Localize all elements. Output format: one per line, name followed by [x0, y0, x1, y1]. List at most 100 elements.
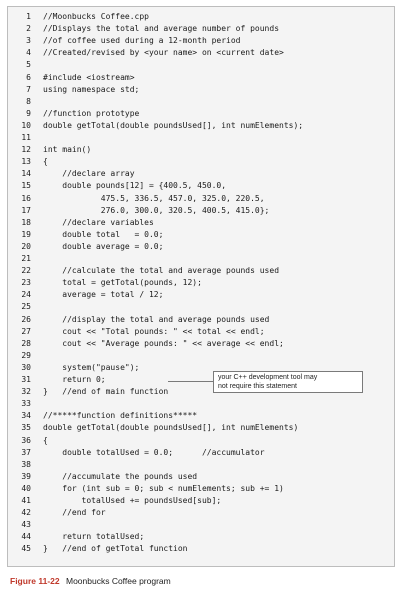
code-line: 16 475.5, 336.5, 457.0, 325.0, 220.5,	[8, 193, 396, 204]
figure-number: Figure 11-22	[10, 576, 60, 586]
line-number: 26	[21, 314, 31, 324]
code-line: 37 double totalUsed = 0.0; //accumulator	[8, 447, 396, 458]
line-number: 45	[21, 544, 31, 554]
line-number: 33	[21, 399, 31, 409]
code-line: 14 //declare array	[8, 168, 396, 179]
line-number: 6	[26, 72, 31, 82]
code-text: } //end of getTotal function	[43, 544, 188, 554]
line-number: 35	[21, 423, 31, 433]
code-line: 34//*****function definitions*****	[8, 410, 396, 421]
code-line: 30 system("pause");	[8, 362, 396, 373]
code-text: {	[43, 435, 48, 445]
line-number: 43	[21, 520, 31, 530]
figure-title: Moonbucks Coffee program	[65, 576, 171, 586]
line-number: 12	[21, 145, 31, 155]
line-number: 23	[21, 278, 31, 288]
code-text: for (int sub = 0; sub < numElements; sub…	[43, 483, 284, 493]
code-line: 4 //Created/revised by <your name> on <cu…	[8, 47, 396, 58]
code-line: 9 //function prototype	[8, 108, 396, 119]
code-text: {	[43, 157, 48, 167]
code-line: 6 #include <iostream>	[8, 72, 396, 83]
line-number: 7	[26, 84, 31, 94]
code-text: double total = 0.0;	[43, 229, 164, 239]
code-line: 7 using namespace std;	[8, 84, 396, 95]
line-number: 15	[21, 181, 31, 191]
code-line: 40 for (int sub = 0; sub < numElements; …	[8, 483, 396, 494]
line-number: 36	[21, 435, 31, 445]
line-number: 29	[21, 350, 31, 360]
code-line: 32} //end of main function	[8, 386, 396, 397]
code-text: //declare array	[43, 169, 135, 179]
line-number: 22	[21, 266, 31, 276]
code-text: totalUsed += poundsUsed[sub];	[43, 496, 222, 505]
line-number: 13	[21, 157, 31, 167]
line-number: 39	[21, 471, 31, 481]
code-line: 28 cout << "Average pounds: " << average…	[8, 338, 396, 349]
line-number: 37	[21, 447, 31, 457]
line-number: 25	[21, 302, 31, 312]
code-text: //of coffee used during a 12-month perio…	[43, 36, 241, 46]
code-line: 20 double average = 0.0;	[8, 241, 396, 252]
code-text: } //end of main function	[43, 387, 169, 397]
code-line: 43	[8, 519, 396, 530]
code-text: 475.5, 336.5, 457.0, 325.0, 220.5,	[43, 193, 265, 203]
code-line: 22 //calculate the total and average pou…	[8, 265, 396, 276]
code-text: //declare variables	[43, 217, 154, 227]
line-number: 40	[21, 483, 31, 493]
line-number: 42	[21, 508, 31, 518]
code-line: 3 //of coffee used during a 12-month peri…	[8, 35, 396, 46]
code-text: //*****function definitions*****	[43, 411, 198, 421]
code-line: 24 average = total / 12;	[8, 289, 396, 300]
line-number: 4	[26, 48, 31, 58]
line-number: 9	[26, 108, 31, 118]
line-number: 24	[21, 290, 31, 300]
code-line: 39 //accumulate the pounds used	[8, 471, 396, 482]
code-text: cout << "Total pounds: " << total << end…	[43, 326, 265, 336]
code-line: 27 cout << "Total pounds: " << total << …	[8, 326, 396, 337]
line-number: 2	[26, 24, 31, 34]
code-text: total = getTotal(pounds, 12);	[43, 278, 202, 288]
figure-caption: Figure 11-22 Moonbucks Coffee program	[10, 576, 171, 586]
code-line: 45 } //end of getTotal function	[8, 543, 396, 554]
code-text: //Created/revised by <your name> on <cur…	[43, 48, 284, 58]
code-line: 17 276.0, 300.0, 320.5, 400.5, 415.0};	[8, 205, 396, 216]
code-text: //function prototype	[43, 108, 140, 118]
line-number: 38	[21, 459, 31, 469]
line-number: 3	[26, 36, 31, 46]
code-text: using namespace std;	[43, 84, 140, 94]
code-text: average = total / 12;	[43, 290, 164, 300]
code-line: 11	[8, 132, 396, 143]
line-number: 21	[21, 254, 31, 263]
code-text: double totalUsed = 0.0; //accumulator	[43, 447, 265, 457]
code-line: 19 double total = 0.0;	[8, 229, 396, 240]
code-line: 15 double pounds[12] = {400.5, 450.0,	[8, 180, 396, 191]
code-text: //end for	[43, 508, 106, 518]
code-line: 38	[8, 459, 396, 470]
code-line: 31 return 0;	[8, 374, 396, 385]
code-line: 18 //declare variables	[8, 217, 396, 228]
code-line: 2//Displays the total and average number…	[8, 23, 396, 34]
line-number: 27	[21, 326, 31, 336]
callout-note: your C++ development tool may not requir…	[213, 371, 363, 393]
code-text: double pounds[12] = {400.5, 450.0,	[43, 181, 227, 191]
line-number: 8	[26, 96, 31, 106]
code-line: 23 total = getTotal(pounds, 12);	[8, 277, 396, 288]
line-number: 16	[21, 193, 31, 203]
line-number: 18	[21, 217, 31, 227]
code-line: 33	[8, 398, 396, 409]
code-line: 1 //Moonbucks Coffee.cpp	[8, 11, 396, 22]
line-number: 1	[26, 12, 31, 21]
line-number: 11	[21, 133, 31, 142]
code-text: //Moonbucks Coffee.cpp	[43, 12, 149, 21]
code-text: //accumulate the pounds used	[43, 471, 198, 481]
callout-line-2: not require this statement	[218, 383, 297, 390]
code-line: 29	[8, 350, 396, 361]
line-number: 30	[21, 362, 31, 372]
line-number: 31	[21, 375, 31, 384]
code-text: system("pause");	[43, 362, 140, 372]
code-text: #include <iostream>	[43, 72, 135, 82]
line-number: 20	[21, 241, 31, 251]
line-number: 5	[26, 60, 31, 70]
